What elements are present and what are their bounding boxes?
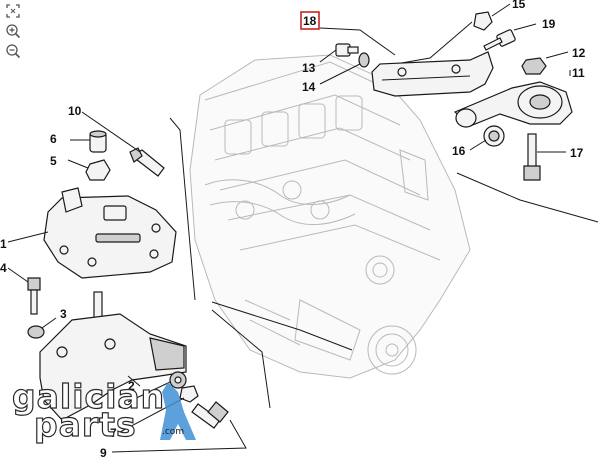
callout-labels: 18 13 14 15 19 12 11 16 17 10 6 5 1 4 3 … xyxy=(0,0,586,460)
part-13-bolt[interactable] xyxy=(319,43,359,63)
callout-11[interactable]: 11 xyxy=(572,66,585,80)
watermark-accent xyxy=(160,382,196,440)
part-11-torque-rod[interactable] xyxy=(453,70,573,128)
fit-page-icon[interactable] xyxy=(3,2,23,20)
callout-10[interactable]: 10 xyxy=(68,104,82,118)
part-18-bracket[interactable] xyxy=(319,27,494,97)
callout-8[interactable]: 8 xyxy=(118,397,125,411)
engine-block xyxy=(189,54,471,379)
callout-3[interactable]: 3 xyxy=(60,307,67,321)
callout-1[interactable]: 1 xyxy=(0,237,7,251)
part-4-bolt[interactable] xyxy=(7,267,41,315)
callout-14[interactable]: 14 xyxy=(302,80,316,94)
part-16-bushing[interactable] xyxy=(469,125,505,151)
part-5-nut[interactable] xyxy=(67,159,111,181)
callout-16[interactable]: 16 xyxy=(452,144,466,158)
callout-13[interactable]: 13 xyxy=(302,61,316,75)
part-12-nut[interactable] xyxy=(521,51,569,75)
callout-4[interactable]: 4 xyxy=(0,261,7,275)
callout-19[interactable]: 19 xyxy=(542,17,556,31)
callout-17[interactable]: 17 xyxy=(570,146,584,160)
part-2-lower-bracket[interactable] xyxy=(39,291,187,421)
part-15-nut[interactable] xyxy=(473,3,511,31)
part-14-washer[interactable] xyxy=(319,52,370,85)
guide-line xyxy=(169,117,196,301)
highlight-box-18 xyxy=(300,11,320,30)
guide-line xyxy=(211,301,353,351)
part-17-long-bolt[interactable] xyxy=(523,133,566,181)
guide-line xyxy=(456,172,599,223)
callout-18[interactable]: 18 xyxy=(303,14,317,28)
callout-15[interactable]: 15 xyxy=(512,0,526,11)
guide-line xyxy=(211,309,271,409)
callout-2[interactable]: 2 xyxy=(128,379,135,393)
part-3-nut[interactable] xyxy=(27,317,57,339)
callout-6[interactable]: 6 xyxy=(50,132,57,146)
part-8-washer[interactable] xyxy=(127,371,187,403)
part-9-bolt[interactable] xyxy=(111,401,247,453)
callout-12[interactable]: 12 xyxy=(572,46,586,60)
part-6-bushing[interactable] xyxy=(70,130,107,153)
part-10-bolt[interactable] xyxy=(81,111,165,177)
part-19-bolt[interactable] xyxy=(483,23,537,51)
guide-line xyxy=(389,21,473,66)
callout-5[interactable]: 5 xyxy=(50,154,57,168)
part-1-engine-mount[interactable] xyxy=(7,187,177,279)
zoom-out-icon[interactable] xyxy=(3,42,23,60)
callout-7[interactable]: 7 xyxy=(110,426,117,440)
zoom-in-icon[interactable] xyxy=(3,22,23,40)
callout-9[interactable]: 9 xyxy=(100,446,107,460)
